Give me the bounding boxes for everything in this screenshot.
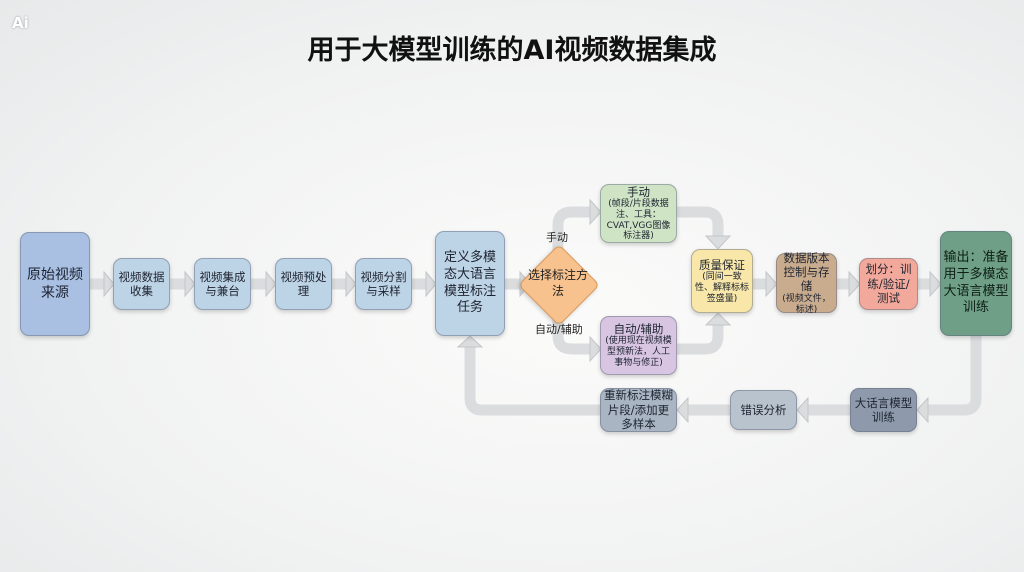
edge-label-auto: 自动/辅助	[535, 323, 583, 336]
node-error-analysis: 错误分析	[730, 390, 797, 430]
node-label: 手动	[627, 184, 650, 199]
node-label: 数据版本控制与存储	[783, 250, 830, 294]
node-label: 视频数据收集	[118, 269, 165, 298]
node-segment: 视频分割与采样	[355, 258, 412, 310]
node-label: 划分：训练/验证/测试	[865, 262, 912, 306]
node-label: 错误分析	[740, 402, 787, 417]
node-split: 划分：训练/验证/测试	[859, 258, 918, 310]
node-raw-video-source: 原始视频来源	[20, 232, 90, 336]
node-quality-assurance: 质量保证(同间一致性、解释标标签盛量)	[691, 249, 753, 313]
logo: Ai	[12, 14, 29, 32]
node-sublabel: (同间一致性、解释标标签盛量)	[694, 271, 749, 304]
node-relabel: 重新标注模糊片段/添加更多样本	[600, 388, 677, 432]
node-manual: 手动(帧段/片段数据注、工具：CVAT,VGG图像标注器)	[600, 184, 677, 243]
node-sublabel: (使用现在视频模型预新法，人工事物与修正)	[605, 336, 672, 369]
node-sublabel: (视频文件，标述)	[782, 293, 831, 315]
node-label: 视频分割与采样	[360, 269, 407, 298]
node-label: 自动/辅助	[613, 322, 664, 337]
node-label: 视频集成与兼台	[199, 269, 246, 298]
node-label: 原始视频来源	[27, 266, 83, 301]
node-label: 重新标注模糊片段/添加更多样本	[604, 388, 673, 432]
node-label: 质量保证	[699, 257, 745, 272]
node-label: 大话言模型训练	[854, 395, 913, 424]
node-llm-training: 大话言模型训练	[850, 388, 917, 432]
node-label: 视频预处理	[280, 269, 327, 298]
node-auto: 自动/辅助(使用现在视频模型预新法，人工事物与修正)	[600, 316, 677, 375]
node-define-task: 定义多模态大语言模型标注任务	[435, 231, 505, 336]
node-version-control: 数据版本控制与存储(视频文件，标述)	[776, 250, 837, 315]
node-label: 输出：准备用于多模态大语言模型训练	[943, 249, 1009, 316]
page-title: 用于大模型训练的AI视频数据集成	[307, 35, 717, 66]
node-preprocess: 视频预处理	[275, 258, 332, 310]
node-sublabel: (帧段/片段数据注、工具：CVAT,VGG图像标注器)	[606, 199, 671, 242]
node-label: 定义多模态大语言模型标注任务	[443, 249, 496, 316]
node-choose-method: 选择标注方法	[528, 268, 589, 298]
edge-label-manual: 手动	[546, 231, 568, 244]
node-collect: 视频数据收集	[113, 258, 170, 310]
node-integrate: 视频集成与兼台	[194, 258, 251, 310]
node-output: 输出：准备用于多模态大语言模型训练	[940, 231, 1012, 336]
